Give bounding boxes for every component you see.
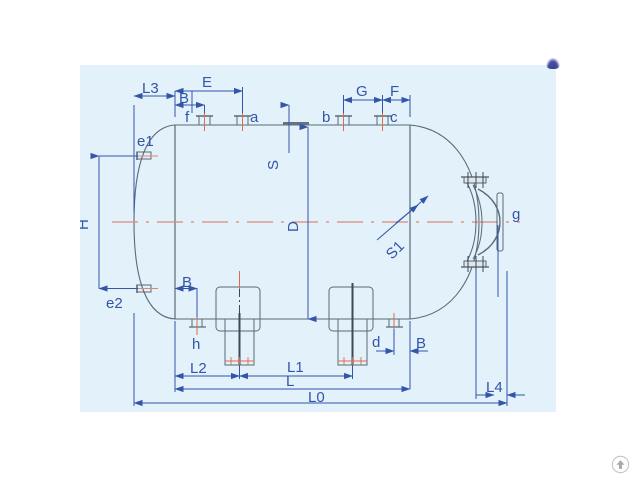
label-E: E bbox=[202, 74, 212, 91]
nozzle-f bbox=[196, 111, 213, 131]
shell-thickness-pad bbox=[283, 122, 309, 126]
site-watermark bbox=[546, 58, 560, 69]
label-L2: L2 bbox=[190, 360, 207, 377]
label-H: H bbox=[80, 219, 92, 230]
label-S1: S1 bbox=[383, 238, 408, 263]
label-g: g bbox=[512, 206, 520, 223]
label-e2: e2 bbox=[106, 295, 123, 312]
label-G: G bbox=[356, 83, 368, 100]
label-B-top: B bbox=[179, 90, 189, 107]
vessel-drawing-svg: L3 E B f a b G F c S S1 e1 e2 H D g B h … bbox=[80, 74, 525, 407]
label-L3: L3 bbox=[142, 80, 159, 97]
label-a: a bbox=[250, 109, 259, 126]
manhole-flange-upper bbox=[461, 172, 489, 188]
label-L4: L4 bbox=[486, 379, 503, 396]
leader-S1-b bbox=[395, 204, 419, 224]
label-B-right: B bbox=[416, 335, 426, 352]
label-b: b bbox=[322, 109, 330, 126]
label-L: L bbox=[286, 373, 294, 390]
saddle-support-right bbox=[328, 283, 374, 366]
technical-drawing-canvas: L3 E B f a b G F c S S1 e1 e2 H D g B h … bbox=[80, 65, 556, 412]
label-B-left: B bbox=[182, 274, 192, 291]
scroll-to-top-icon[interactable] bbox=[611, 455, 630, 474]
nozzle-a bbox=[234, 111, 251, 131]
label-h: h bbox=[192, 336, 200, 353]
dimension-text-group: L3 E B f a b G F c S S1 e1 e2 H D g B h … bbox=[80, 74, 520, 406]
label-f: f bbox=[185, 109, 190, 126]
saddle-support-left bbox=[215, 271, 261, 367]
dimension-lines bbox=[90, 87, 525, 407]
label-c: c bbox=[390, 109, 398, 126]
nozzle-c bbox=[374, 111, 391, 131]
nozzle-b bbox=[335, 111, 352, 131]
label-L0: L0 bbox=[308, 389, 325, 406]
label-D: D bbox=[285, 221, 302, 232]
label-S: S bbox=[265, 160, 282, 170]
manhole-flange-lower bbox=[461, 256, 489, 272]
label-d: d bbox=[372, 334, 380, 351]
label-L1: L1 bbox=[287, 359, 304, 376]
label-e1: e1 bbox=[137, 133, 154, 150]
label-F: F bbox=[390, 83, 399, 100]
manhole-assembly bbox=[461, 172, 504, 272]
